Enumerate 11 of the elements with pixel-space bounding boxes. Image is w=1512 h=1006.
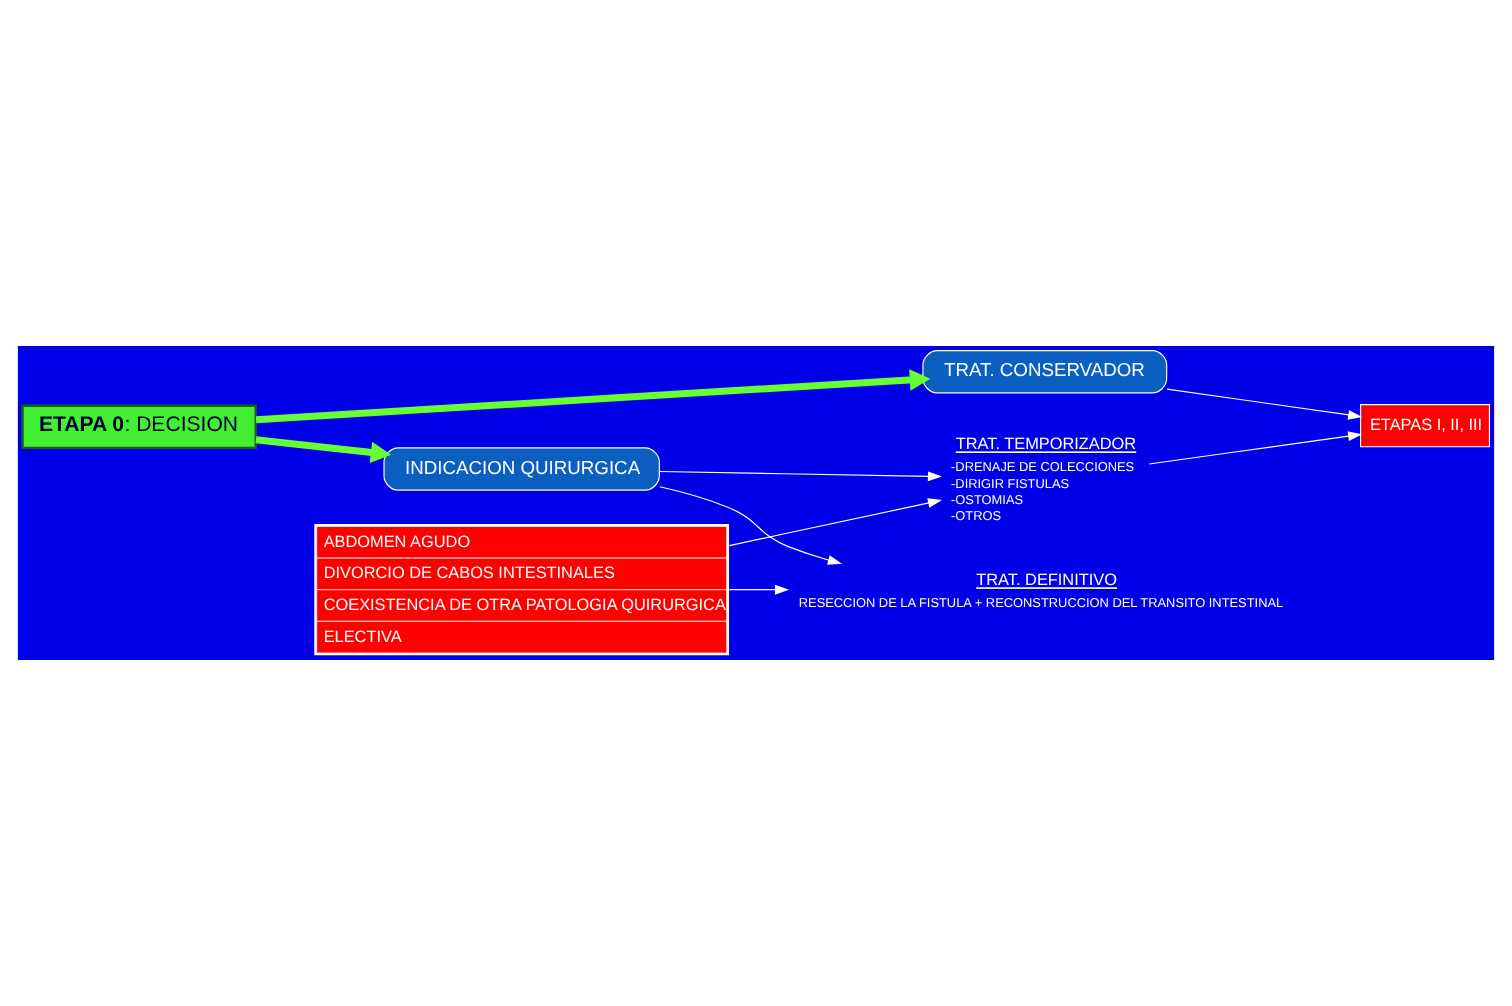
node-box: INDICACION QUIRURGICA	[383, 447, 660, 491]
arrow	[1166, 388, 1363, 420]
arrow	[659, 486, 842, 565]
arrow	[1148, 431, 1363, 465]
node-box: TRAT. CONSERVADOR	[922, 350, 1168, 394]
node-box: ETAPA 0: DECISION	[21, 404, 257, 450]
arrow	[728, 498, 943, 547]
arrow	[255, 436, 392, 464]
arrow	[728, 584, 790, 595]
arrow	[659, 470, 942, 482]
arrow	[255, 369, 931, 424]
